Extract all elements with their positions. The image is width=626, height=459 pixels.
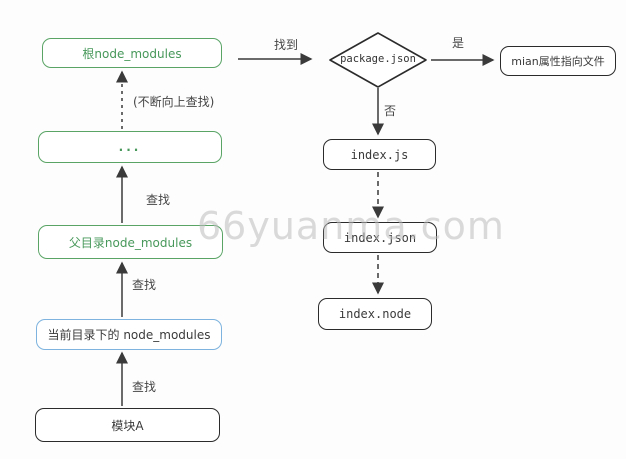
edge-label-search-2: 查找 xyxy=(132,278,157,292)
edge-label-found: 找到 xyxy=(274,38,299,52)
edge-label-no: 否 xyxy=(384,104,397,118)
node-parent-node-modules: 父目录node_modules xyxy=(38,225,223,259)
edge-label-yes: 是 xyxy=(452,36,465,50)
edge-label-search-3: 查找 xyxy=(146,193,171,207)
node-index-json: index.json xyxy=(323,222,437,253)
edge-label-search-up: (不断向上查找) xyxy=(133,95,215,109)
decision-label-package-json: package.json xyxy=(340,53,416,65)
edge-label-search-1: 查找 xyxy=(132,380,157,394)
node-root-node-modules: 根node_modules xyxy=(42,38,222,68)
node-index-node: index.node xyxy=(318,298,432,330)
node-current-dir-node-modules: 当前目录下的 node_modules xyxy=(36,319,222,350)
node-index-js: index.js xyxy=(323,139,436,170)
decision-diamond-package-json xyxy=(329,32,427,88)
node-module-a: 模块A xyxy=(35,408,220,442)
node-ellipsis: ... xyxy=(38,131,222,163)
node-main-attribute-file: mian属性指向文件 xyxy=(500,46,616,76)
